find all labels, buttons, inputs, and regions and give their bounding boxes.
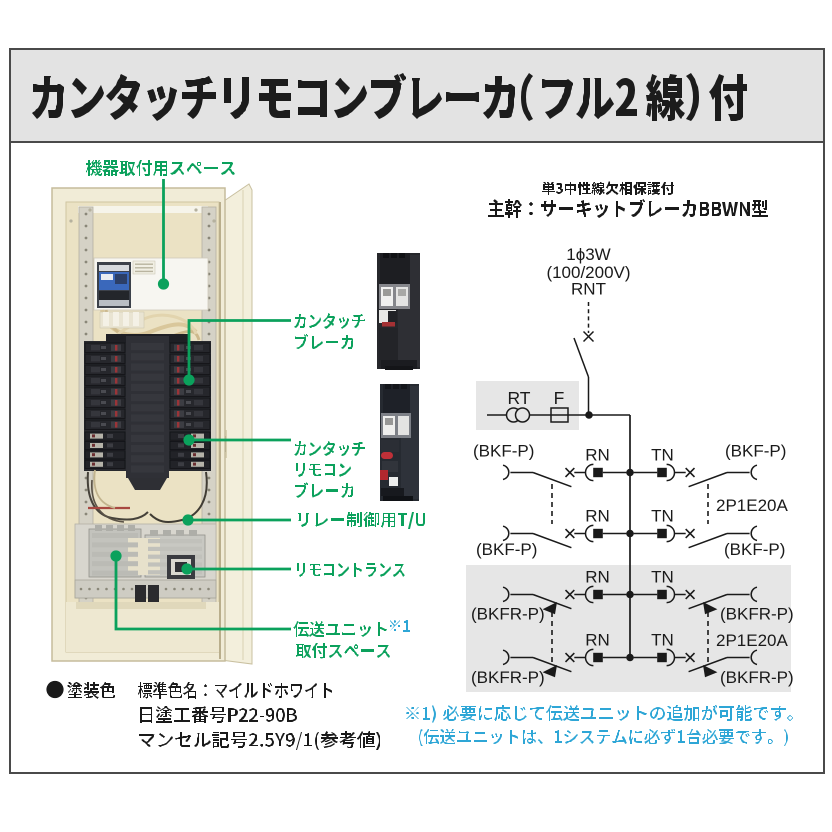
svg-text:2P1E20A: 2P1E20A xyxy=(716,631,788,650)
svg-text:RN: RN xyxy=(585,507,610,526)
svg-text:1ϕ3W: 1ϕ3W xyxy=(566,245,610,264)
svg-text:TN: TN xyxy=(651,631,674,650)
svg-text:RNT: RNT xyxy=(571,280,606,299)
svg-text:(BKFR-P): (BKFR-P) xyxy=(720,668,794,687)
svg-text:(BKFR-P): (BKFR-P) xyxy=(720,605,794,624)
svg-text:TN: TN xyxy=(651,507,674,526)
svg-text:TN: TN xyxy=(651,446,674,465)
svg-text:(BKF-P): (BKF-P) xyxy=(725,442,786,461)
svg-text:F: F xyxy=(554,388,565,408)
svg-text:(BKFR-P): (BKFR-P) xyxy=(471,605,545,624)
svg-text:RN: RN xyxy=(585,631,610,650)
svg-text:RN: RN xyxy=(585,568,610,587)
svg-text:2P1E20A: 2P1E20A xyxy=(716,496,788,515)
svg-text:(BKF-P): (BKF-P) xyxy=(473,442,534,461)
svg-text:(100/200V): (100/200V) xyxy=(546,263,630,282)
svg-text:(BKFR-P): (BKFR-P) xyxy=(471,668,545,687)
svg-text:RT: RT xyxy=(507,388,530,408)
svg-text:RN: RN xyxy=(585,446,610,465)
svg-text:TN: TN xyxy=(651,568,674,587)
svg-text:(BKF-P): (BKF-P) xyxy=(724,540,785,559)
svg-text:(BKF-P): (BKF-P) xyxy=(476,540,537,559)
